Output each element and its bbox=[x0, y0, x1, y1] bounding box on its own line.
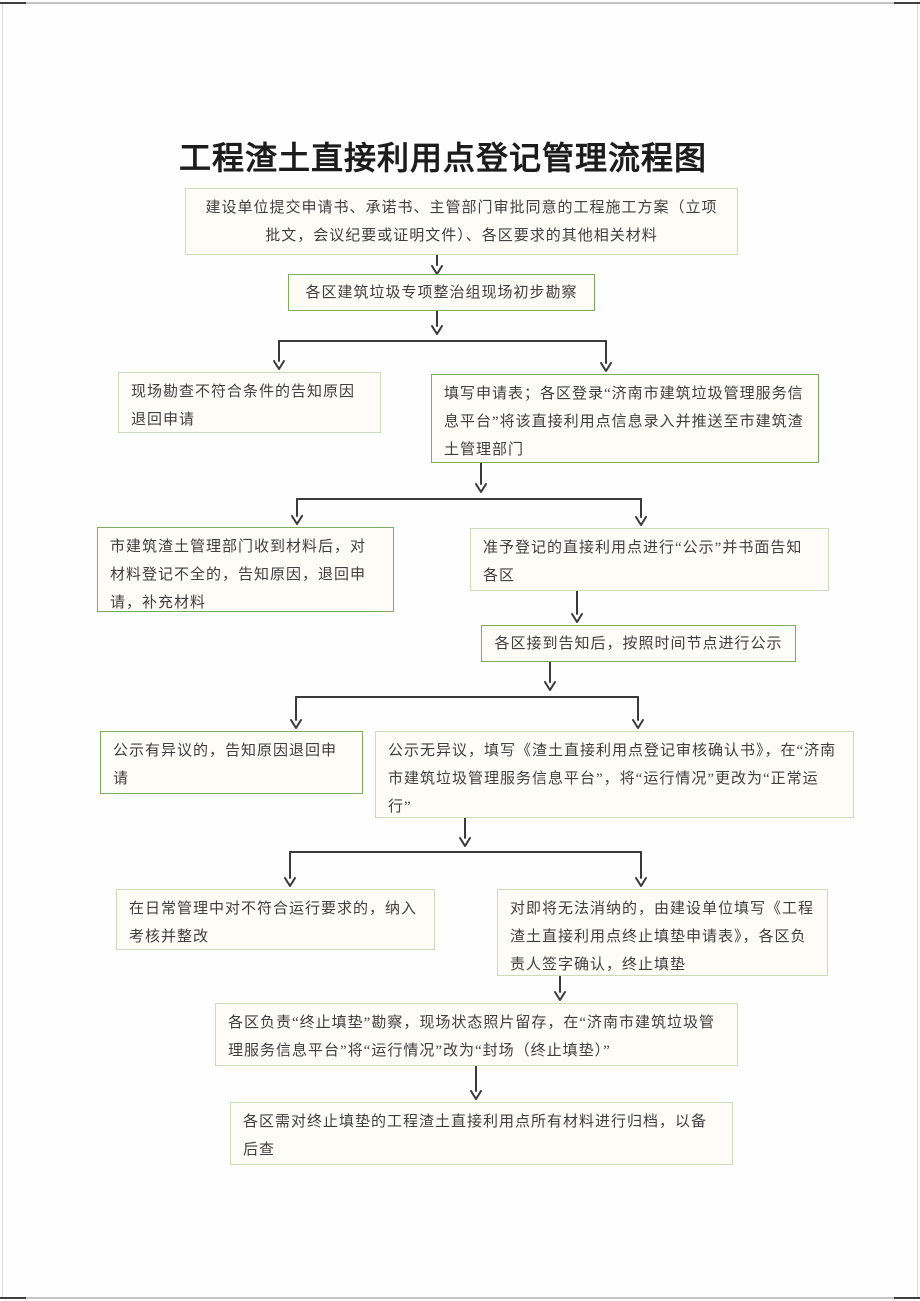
node-terminate-application: 对即将无法消纳的，由建设单位填写《工程渣土直接利用点终止填垫申请表》，各区负责人… bbox=[497, 889, 828, 976]
page-border-left bbox=[2, 4, 3, 1297]
page-border-right bbox=[917, 4, 918, 1297]
node-archive-materials: 各区需对终止填垫的工程渣土直接利用点所有材料进行归档，以备后查 bbox=[230, 1102, 733, 1165]
node-no-objection-confirm: 公示无异议，填写《渣土直接利用点登记审核确认书》，在“济南市建筑垃圾管理服务信息… bbox=[375, 731, 854, 818]
node-fill-application: 填写申请表；各区登录“济南市建筑垃圾管理服务信息平台”将该直接利用点信息录入并推… bbox=[431, 374, 819, 463]
node-daily-management: 在日常管理中对不符合运行要求的，纳入考核并整改 bbox=[116, 889, 435, 950]
node-district-publicity: 各区接到告知后，按照时间节点进行公示 bbox=[481, 625, 796, 662]
node-incomplete-return: 市建筑渣土管理部门收到材料后，对材料登记不全的，告知原因，退回申请，补充材料 bbox=[97, 527, 394, 612]
page-title: 工程渣土直接利用点登记管理流程图 bbox=[178, 140, 707, 176]
node-objection-return: 公示有异议的，告知原因退回申请 bbox=[100, 731, 363, 794]
node-initial-survey: 各区建筑垃圾专项整治组现场初步勘察 bbox=[288, 274, 595, 311]
node-survey-reject: 现场勘查不符合条件的告知原因退回申请 bbox=[118, 372, 381, 433]
node-publicity-notice: 准予登记的直接利用点进行“公示”并书面告知各区 bbox=[470, 528, 829, 591]
page-border-top bbox=[0, 2, 920, 4]
node-submit-materials: 建设单位提交申请书、承诺书、主管部门审批同意的工程施工方案（立项批文，会议纪要或… bbox=[185, 188, 738, 255]
node-terminate-survey: 各区负责“终止填垫”勘察，现场状态照片留存，在“济南市建筑垃圾管理服务信息平台”… bbox=[215, 1003, 738, 1066]
page-border-bottom bbox=[0, 1297, 920, 1299]
